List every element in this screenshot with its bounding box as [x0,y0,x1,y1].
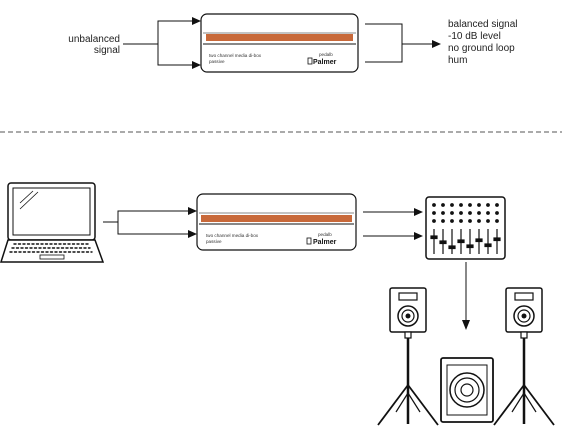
top-right-label-line-4: hum [448,55,467,66]
mixer-knob [477,219,481,223]
mixer-knob [432,211,436,215]
mixer-fader-handle [430,235,438,240]
mixer-knob [450,219,454,223]
top-di-box-text-1: two channel media di-box [209,53,262,58]
mixer-fader-handle [466,244,474,249]
mixer-knob [486,203,490,207]
mixer-knob [441,219,445,223]
top-di-box: two channel media di-box passive pedalb … [200,13,359,73]
mixer-knob [495,211,499,215]
left-speaker-stand-icon [377,287,439,426]
dibox-to-mixer-connectors [363,208,423,240]
mixer-knob [441,211,445,215]
mixer-knob [486,211,490,215]
top-di-box-text-2: passive [209,59,225,64]
top-di-box-logo-icon [307,57,313,65]
mixer-knob [477,211,481,215]
mixer-knob [468,203,472,207]
mixer-knob [450,203,454,207]
top-di-box-brand-small: pedalb [319,52,333,57]
mixer-knob [450,211,454,215]
mixer-fader-handle [439,240,447,245]
bottom-di-box-brand-small: pedalb [318,232,332,237]
mixer-icon [425,196,506,260]
mixer-fader-handle [457,239,465,244]
top-left-label: unbalanced signal [68,34,120,56]
subwoofer-icon [440,357,494,423]
top-input-connectors [123,17,201,69]
top-right-label-line-3: no ground loop [448,43,515,54]
right-speaker-stand-icon [493,287,555,426]
bottom-di-box-stripe [201,215,352,222]
bottom-di-box-text-2: passive [206,239,222,244]
top-di-box-brand: Palmer [313,59,337,66]
mixer-to-subwoofer-arrow [462,262,470,330]
mixer-knob [477,203,481,207]
mixer-fader-handle [448,245,456,250]
mixer-fader-handle [475,238,483,243]
mixer-knob [495,203,499,207]
mixer-knob [468,211,472,215]
top-left-label-line-1: unbalanced [68,34,120,45]
bottom-di-box-logo-icon [306,237,312,245]
bottom-di-box: two channel media di-box passive pedalb … [196,193,357,251]
mixer-knob [432,203,436,207]
bottom-di-box-brand: Palmer [313,239,337,246]
mixer-knob [468,219,472,223]
top-right-label: balanced signal -10 dB level no ground l… [448,19,518,66]
mixer-knob [432,219,436,223]
top-right-label-line-2: -10 dB level [448,31,501,42]
mixer-knob [495,219,499,223]
mixer-knob [459,219,463,223]
top-left-label-line-2: signal [94,45,120,56]
laptop-to-dibox-connectors [103,207,197,238]
mixer-knob [459,203,463,207]
mixer-knob [441,203,445,207]
mixer-fader-handle [484,243,492,248]
mixer-fader-handle [493,237,501,242]
bottom-di-box-text-1: two channel media di-box [206,233,259,238]
laptop-icon [0,182,105,263]
mixer-knob [486,219,490,223]
mixer-knob [459,211,463,215]
top-di-box-stripe [206,34,353,41]
top-output-connectors [365,23,441,63]
top-right-label-line-1: balanced signal [448,19,518,30]
